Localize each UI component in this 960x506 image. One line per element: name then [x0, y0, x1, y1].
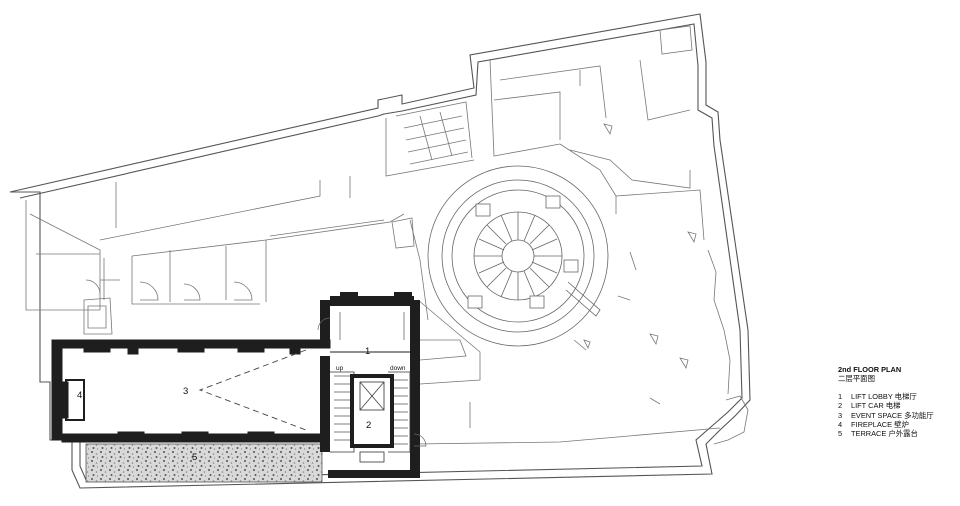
- legend-item: 5 TERRACE 户外露台: [838, 429, 958, 438]
- lift-lobby-walls: [317, 292, 427, 478]
- legend-title: 2nd FLOOR PLAN: [838, 365, 902, 374]
- terrace-gravel: [85, 443, 323, 483]
- legend-item: 2 LIFT CAR 电梯: [838, 401, 958, 410]
- interior-walls: [25, 25, 749, 445]
- legend-item-label: FIREPLACE 壁炉: [851, 420, 909, 430]
- legend-item-label: EVENT SPACE 多功能厅: [851, 410, 934, 420]
- label-fireplace: 4: [77, 390, 82, 401]
- legend-item-number: 5: [838, 429, 843, 439]
- legend-item-label: LIFT CAR 电梯: [851, 401, 901, 411]
- legend-item-label: TERRACE 户外露台: [851, 429, 918, 439]
- plan-legend: 2nd FLOOR PLAN 二层平面图 1 LIFT LOBBY 电梯厅 2 …: [838, 365, 958, 439]
- label-stair-up: up: [336, 365, 344, 372]
- legend-item-label: LIFT LOBBY 电梯厅: [851, 391, 917, 401]
- label-lift-lobby: 1: [365, 346, 370, 357]
- direction-arrow: [198, 349, 307, 431]
- label-lift-car: 2: [366, 420, 371, 431]
- legend-item-number: 3: [838, 410, 843, 420]
- legend-item-number: 4: [838, 420, 843, 430]
- spiral-staircase: [427, 165, 609, 347]
- room-labels: 1 2 3 4 5 up down: [77, 346, 406, 463]
- label-terrace: 5: [192, 452, 197, 463]
- legend-item-number: 2: [838, 401, 843, 411]
- event-space-walls: [51, 339, 331, 443]
- legend-subtitle: 二层平面图: [838, 374, 875, 384]
- legend-item: 1 LIFT LOBBY 电梯厅: [838, 392, 958, 401]
- label-stair-down: down: [390, 365, 406, 372]
- label-event-space: 3: [183, 386, 188, 397]
- legend-item: 3 EVENT SPACE 多功能厅: [838, 411, 958, 420]
- legend-item-number: 1: [838, 391, 843, 401]
- legend-item: 4 FIREPLACE 壁炉: [838, 420, 958, 429]
